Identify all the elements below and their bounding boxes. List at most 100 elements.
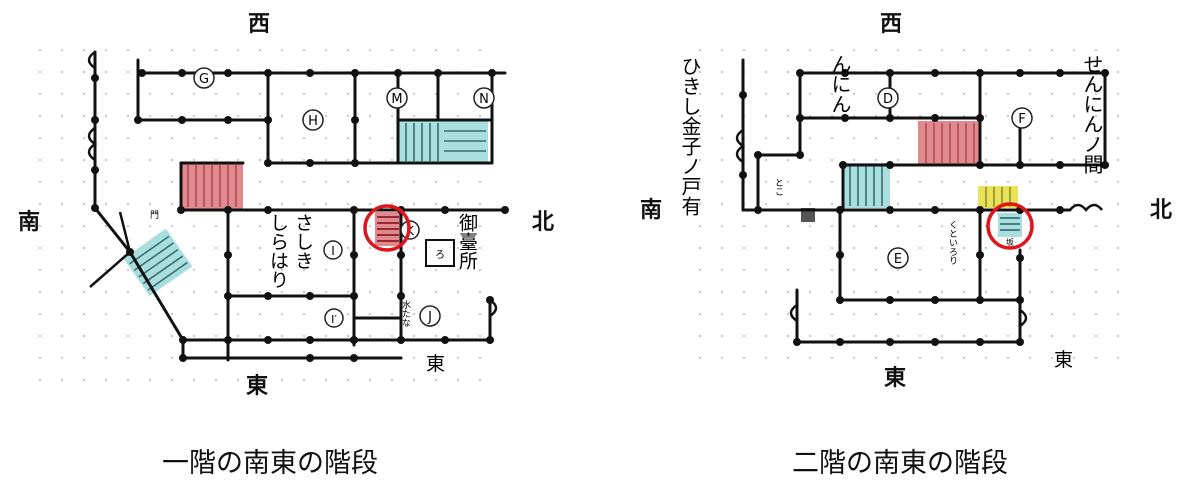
grid-dot [391, 49, 393, 51]
grid-dot [809, 225, 811, 227]
grid-dot [325, 291, 327, 293]
grid-dot [941, 313, 943, 315]
grid-dot [347, 291, 349, 293]
grid-dot [941, 335, 943, 337]
grid-dot [897, 181, 899, 183]
grid-dot [1029, 49, 1031, 51]
grid-dot [985, 181, 987, 183]
grid-dot [105, 313, 107, 315]
grid-dot [1029, 203, 1031, 205]
floor1-compass-south: 南 [18, 210, 41, 235]
grid-dot [61, 159, 63, 161]
grid-dot [61, 181, 63, 183]
grid-dot [281, 137, 283, 139]
grid-dot [853, 269, 855, 271]
grid-dot [875, 49, 877, 51]
grid-dot [281, 379, 283, 381]
grid-dot [1117, 269, 1119, 271]
grid-dot [347, 269, 349, 271]
grid-dot [83, 335, 85, 337]
floor2-plan: D F E ひきし金子ノ戸有 んにん せんにんノ間 とこ くといろり 坂 東 [678, 49, 1119, 371]
grid-dot [809, 247, 811, 249]
grid-dot [237, 225, 239, 227]
grid-dot [897, 49, 899, 51]
grid-dot [325, 137, 327, 139]
grid-dot [875, 247, 877, 249]
grid-dot [765, 49, 767, 51]
floor1-joints [91, 69, 509, 362]
grid-dot [105, 335, 107, 337]
grid-dot [435, 181, 437, 183]
grid-dot [215, 291, 217, 293]
grid-dot [897, 203, 899, 205]
grid-dot [325, 379, 327, 381]
grid-dot [61, 247, 63, 249]
grid-dot [347, 313, 349, 315]
grid-dot [237, 93, 239, 95]
grid-dot [259, 49, 261, 51]
grid-dot [237, 291, 239, 293]
grid-dot [39, 93, 41, 95]
grid-dot [1117, 225, 1119, 227]
grid-dot [941, 269, 943, 271]
grid-dot [963, 181, 965, 183]
grid-dot [83, 313, 85, 315]
grid-dot [1051, 247, 1053, 249]
grid-dot [39, 181, 41, 183]
floor1-marker-N: N [473, 87, 495, 109]
grid-dot [875, 225, 877, 227]
grid-dot [325, 93, 327, 95]
grid-dot [149, 357, 151, 359]
grid-dot [105, 137, 107, 139]
grid-dot [193, 291, 195, 293]
svg-text:N: N [479, 92, 489, 107]
grid-dot [699, 137, 701, 139]
svg-text:I′: I′ [331, 313, 337, 326]
grid-dot [105, 357, 107, 359]
grid-dot [171, 137, 173, 139]
grid-dot [369, 225, 371, 227]
grid-dot [127, 159, 129, 161]
grid-dot [215, 93, 217, 95]
grid-dot [105, 71, 107, 73]
grid-dot [149, 203, 151, 205]
grid-dot [1029, 247, 1031, 249]
grid-dot [985, 93, 987, 95]
grid-dot [853, 357, 855, 359]
grid-dot [831, 225, 833, 227]
grid-dot [1095, 137, 1097, 139]
grid-dot [39, 379, 41, 381]
grid-dot [83, 93, 85, 95]
grid-dot [83, 247, 85, 249]
grid-dot [1007, 115, 1009, 117]
grid-dot [259, 291, 261, 293]
grid-dot [171, 357, 173, 359]
grid-dot [743, 49, 745, 51]
grid-dot [215, 379, 217, 381]
grid-dot [435, 49, 437, 51]
grid-dot [765, 137, 767, 139]
grid-dot [1051, 49, 1053, 51]
grid-dot [83, 181, 85, 183]
grid-dot [303, 49, 305, 51]
grid-dot [1051, 291, 1053, 293]
grid-dot [259, 247, 261, 249]
grid-dot [303, 335, 305, 337]
grid-dot [721, 357, 723, 359]
grid-dot [1095, 225, 1097, 227]
grid-dot [391, 269, 393, 271]
grid-dot [721, 115, 723, 117]
grid-dot [413, 269, 415, 271]
grid-dot [105, 115, 107, 117]
grid-dot [127, 137, 129, 139]
grid-dot [743, 357, 745, 359]
grid-dot [831, 203, 833, 205]
grid-dot [193, 159, 195, 161]
grid-dot [325, 225, 327, 227]
grid-dot [963, 335, 965, 337]
grid-dot [171, 203, 173, 205]
grid-dot [369, 159, 371, 161]
grid-dot [919, 225, 921, 227]
grid-dot [237, 115, 239, 117]
